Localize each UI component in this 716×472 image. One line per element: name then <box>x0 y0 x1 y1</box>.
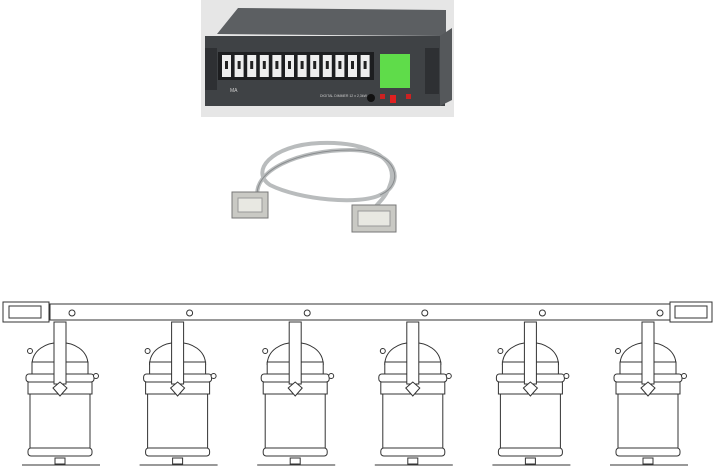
channel-breaker <box>335 55 345 77</box>
channel-breaker <box>272 55 282 77</box>
power-switch <box>390 95 396 103</box>
channel-breaker <box>285 55 294 77</box>
par-can-fixture <box>374 309 453 466</box>
par-can-fixture <box>610 309 688 466</box>
multipin-socket-right <box>669 301 713 323</box>
multipin-socket-left <box>2 301 50 323</box>
par-can-fixture <box>139 309 218 466</box>
channel-breaker <box>259 55 269 77</box>
lcd-display <box>380 54 410 88</box>
channel-breaker <box>222 55 231 77</box>
multicore-cable-image <box>231 140 397 233</box>
par-can-fixture <box>492 309 571 466</box>
lighting-bar-drawing <box>2 301 713 466</box>
par-can-fixture <box>257 309 336 466</box>
channel-breaker <box>247 55 257 77</box>
par-can-fixture <box>22 309 100 466</box>
channel-breaker <box>234 55 244 77</box>
dimmer-brand: MA <box>230 88 238 94</box>
channel-breaker <box>348 55 357 77</box>
dimmer-pack-image: DIGITAL DIMMER 12 x 2,3kW MA <box>201 0 454 117</box>
channel-breaker <box>360 55 370 77</box>
channel-breaker <box>310 55 320 77</box>
channel-breaker <box>297 55 307 77</box>
dimmer-label: DIGITAL DIMMER 12 x 2,3kW <box>320 94 368 98</box>
channel-breaker <box>322 55 332 77</box>
